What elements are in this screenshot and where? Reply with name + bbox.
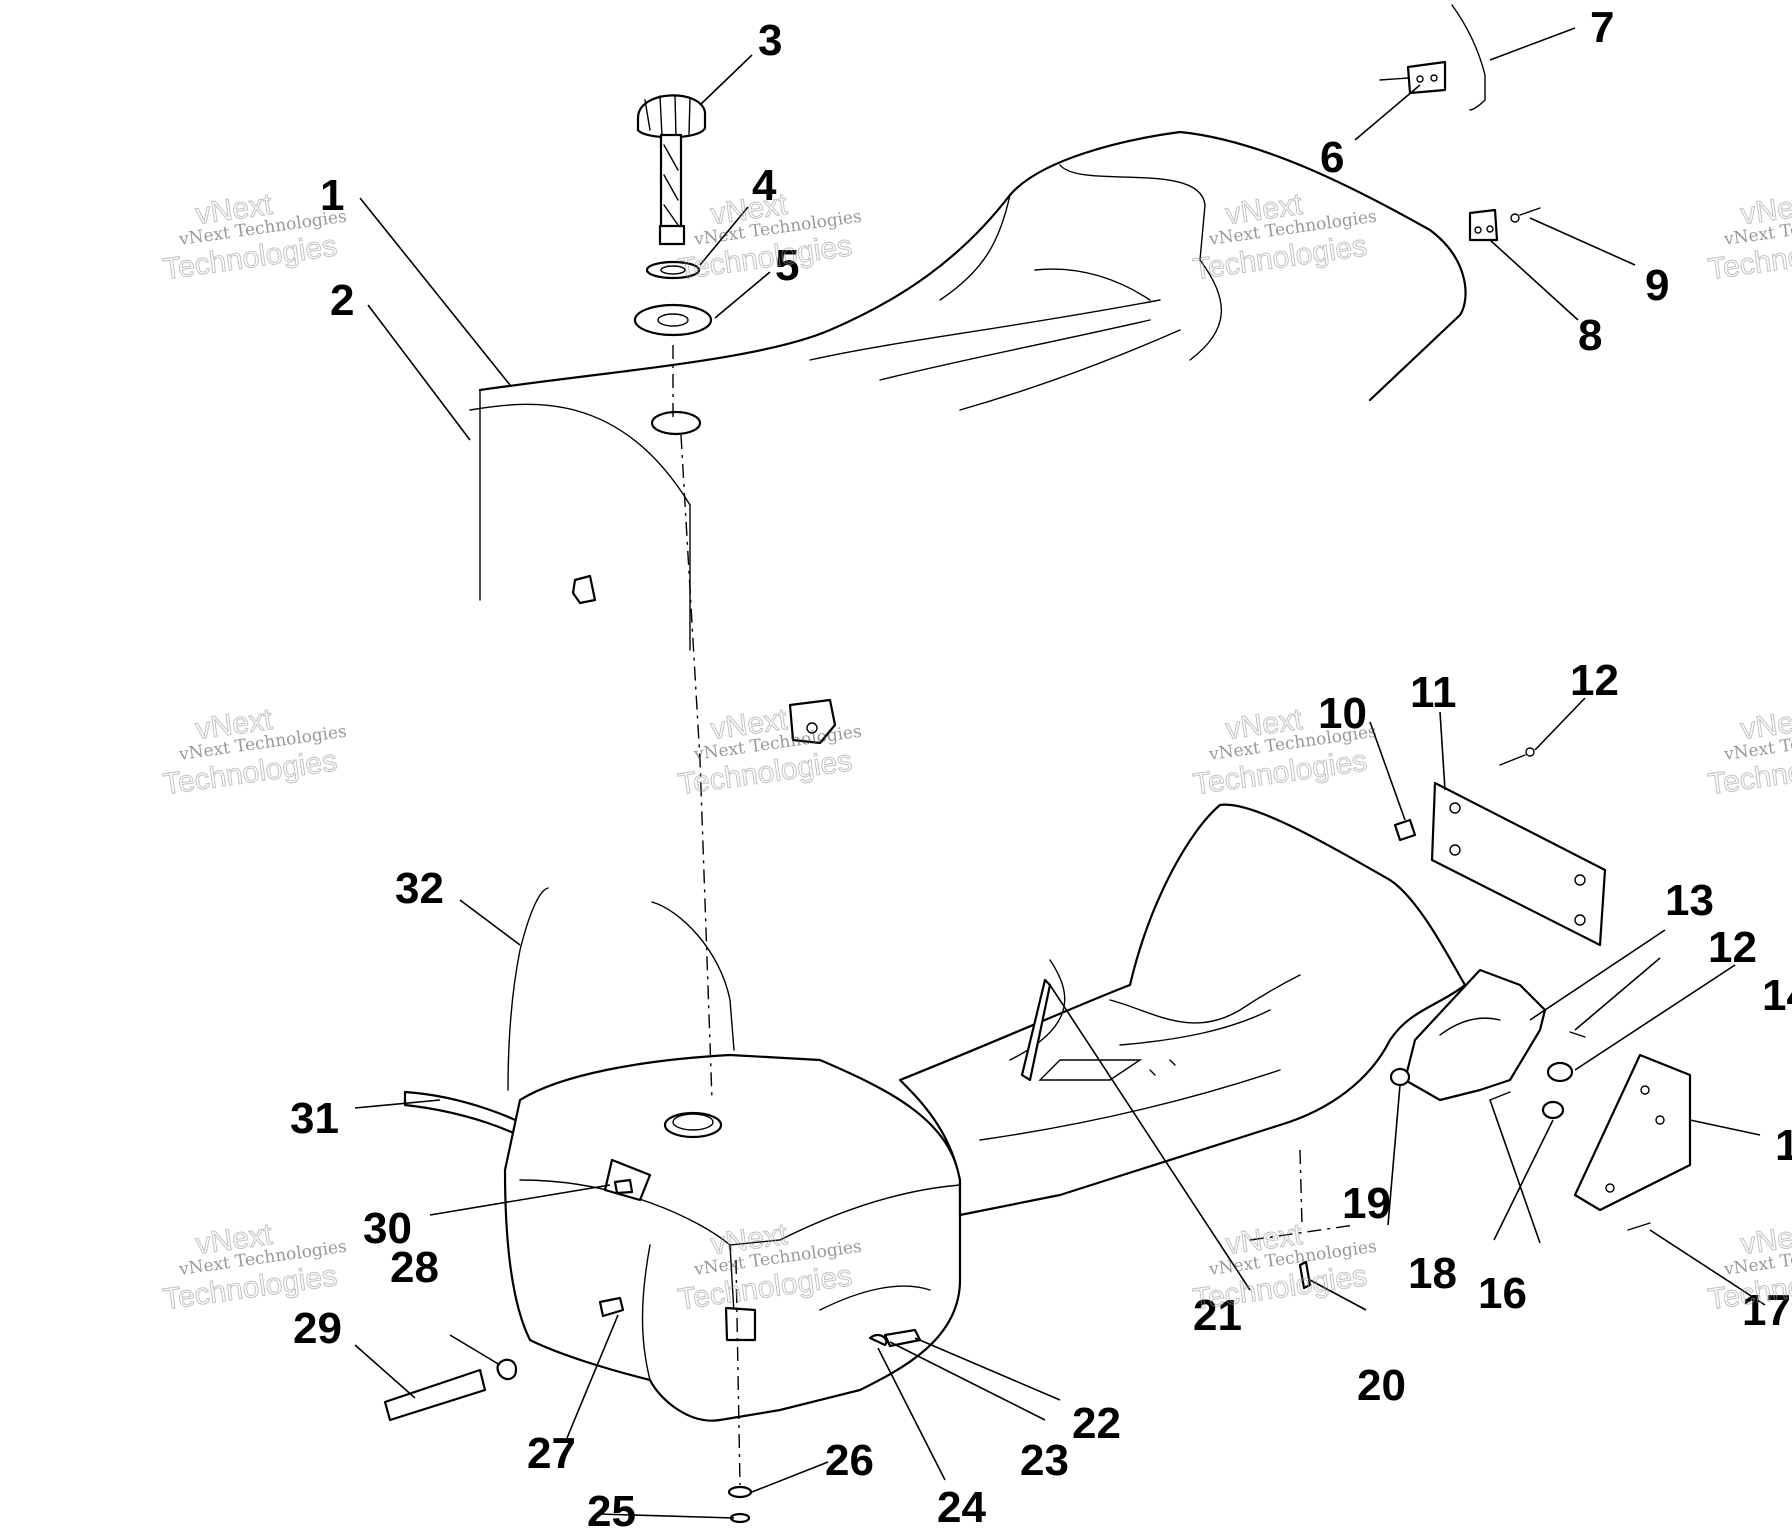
- taillight-assembly: [1389, 968, 1692, 1231]
- callout-14: 14: [1762, 971, 1792, 1020]
- watermark: vNext vNext Technologies Technologies: [1706, 1217, 1792, 1317]
- callout-7: 7: [1590, 3, 1614, 52]
- callout-4: 4: [752, 161, 777, 210]
- callout-22: 22: [1072, 1399, 1121, 1448]
- misc-hardware: [383, 1178, 1312, 1524]
- callout-32: 32: [395, 864, 444, 913]
- callout-2: 2: [330, 276, 354, 325]
- gas-cap-assembly: [633, 94, 713, 337]
- callout-20: 20: [1357, 1361, 1406, 1410]
- callout-1: 1: [320, 171, 344, 220]
- callout-24: 24: [937, 1483, 986, 1532]
- callout-23: 23: [1020, 1436, 1069, 1485]
- callout-28: 28: [390, 1243, 439, 1292]
- watermark: vNext vNext Technologies Technologies: [676, 702, 863, 802]
- license-plate-bracket: [1393, 747, 1607, 947]
- callout-10: 10: [1318, 689, 1367, 738]
- leader-lines: [354, 27, 1766, 1519]
- callout-19: 19: [1342, 1179, 1391, 1228]
- callout-13: 13: [1665, 876, 1714, 925]
- callout-9: 9: [1645, 261, 1669, 310]
- callout-18: 18: [1408, 1249, 1457, 1298]
- watermark: vNext vNext Technologies Technologies: [161, 1217, 348, 1317]
- callout-17: 17: [1742, 1286, 1791, 1335]
- watermark: vNext vNext Technologies Technologies: [676, 187, 863, 287]
- callout-15: 15: [1775, 1121, 1792, 1170]
- watermark: vNext vNext Technologies Technologies: [161, 702, 348, 802]
- seat-assembly: [469, 130, 1467, 745]
- callout-12-bottom: 12: [1708, 923, 1757, 972]
- callout-29: 29: [293, 1304, 342, 1353]
- callout-12-top: 12: [1570, 656, 1619, 705]
- callout-26: 26: [825, 1436, 874, 1485]
- callout-3: 3: [758, 16, 782, 65]
- callout-25: 25: [587, 1487, 636, 1536]
- watermark: vNext vNext Technologies Technologies: [161, 187, 348, 287]
- callout-5: 5: [775, 241, 799, 290]
- watermark: vNext vNext Technologies Technologies: [1191, 1217, 1378, 1317]
- callout-21: 21: [1193, 1291, 1242, 1340]
- callout-27: 27: [527, 1429, 576, 1478]
- rear-bracket-hardware: [1379, 4, 1541, 242]
- callout-11: 11: [1410, 668, 1457, 717]
- seat-base: [898, 803, 1467, 1217]
- watermark: vNext vNext Technologies Technologies: [1706, 702, 1792, 802]
- callout-30: 30: [363, 1204, 412, 1253]
- callout-16: 16: [1478, 1269, 1527, 1318]
- callout-31: 31: [290, 1094, 339, 1143]
- watermark: vNext vNext Technologies Technologies: [1706, 187, 1792, 287]
- assembly-centerlines: [672, 345, 1356, 1486]
- callout-labels: 1 2 3 4 5 6 7 8 9 10 11 12 12 13 14 15 1…: [290, 3, 1792, 1536]
- callout-6: 6: [1320, 133, 1344, 182]
- callout-8: 8: [1578, 311, 1602, 360]
